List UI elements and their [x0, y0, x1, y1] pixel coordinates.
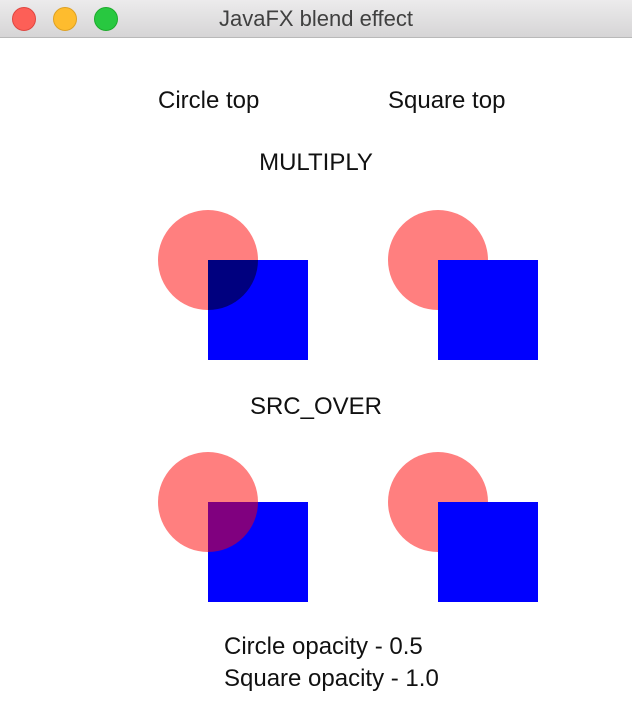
circle-opacity-note: Circle opacity - 0.5	[224, 633, 423, 660]
src-over-square-top-demo	[388, 452, 538, 602]
red-circle	[158, 452, 258, 552]
square-top-header: Square top	[388, 87, 506, 114]
zoom-window-button[interactable]	[94, 7, 118, 31]
blue-square	[438, 260, 538, 360]
blue-square	[438, 502, 538, 602]
src-over-section-label: SRC_OVER	[249, 393, 383, 420]
circle-top-header: Circle top	[158, 87, 260, 114]
title-bar: JavaFX blend effect	[0, 0, 632, 38]
multiply-section-label: MULTIPLY	[259, 149, 373, 176]
multiply-circle-top-demo	[158, 210, 308, 360]
close-window-button[interactable]	[12, 7, 36, 31]
src-over-circle-top-demo	[158, 452, 308, 602]
window-title: JavaFX blend effect	[218, 6, 414, 31]
red-circle	[158, 210, 258, 310]
square-opacity-note: Square opacity - 1.0	[224, 665, 439, 692]
minimize-window-button[interactable]	[53, 7, 77, 31]
multiply-square-top-demo	[388, 210, 538, 360]
